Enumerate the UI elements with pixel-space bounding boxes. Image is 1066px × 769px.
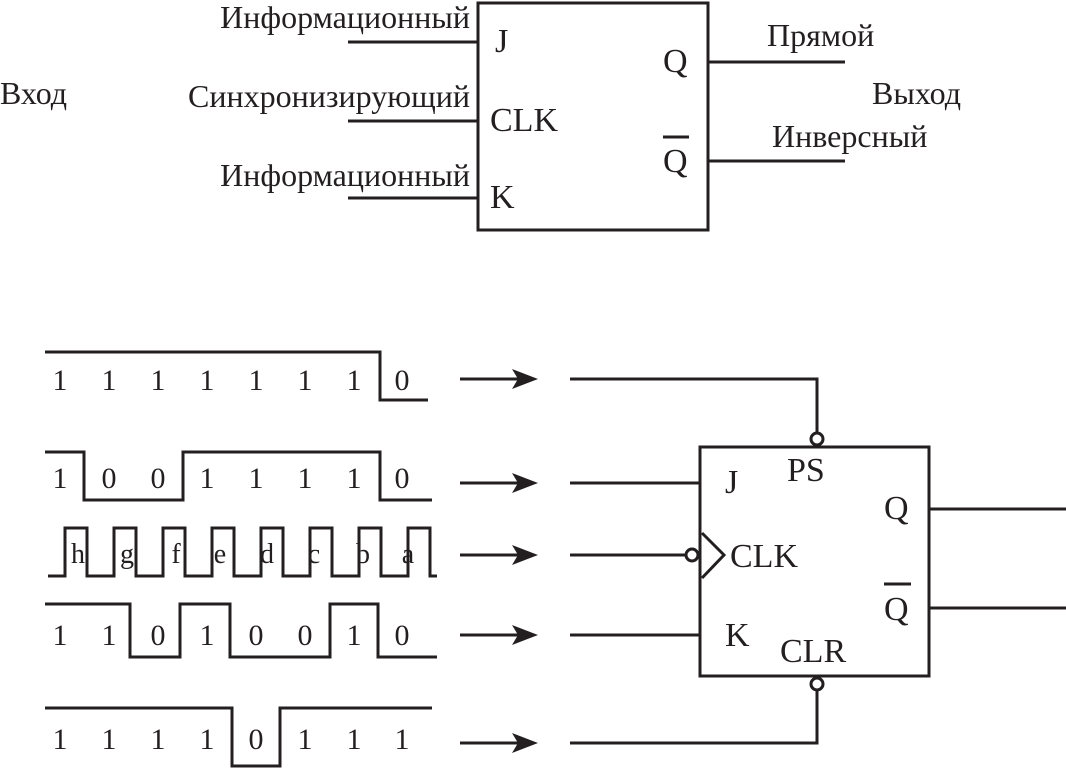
j-waveform [45, 450, 432, 502]
bottom-pin-ps: PS [787, 452, 825, 489]
top-clk-description: Синхронизирующий [188, 78, 470, 114]
clk-tick-label: c [308, 539, 320, 570]
clr-bit: 1 [200, 723, 215, 756]
top-q-description: Прямой [767, 17, 874, 53]
clr-bit: 1 [395, 723, 410, 756]
clr-waveform [45, 706, 432, 768]
ps-bit: 1 [151, 364, 166, 397]
clk-tick-label: d [260, 539, 274, 570]
arrow-icon [460, 369, 538, 389]
ps-bit: 0 [395, 364, 410, 397]
arrow-icon [460, 625, 538, 645]
clk-inversion-bubble [684, 547, 700, 563]
ps-waveform [45, 350, 428, 402]
clr-bit: 1 [298, 723, 313, 756]
arrow-icon [460, 733, 538, 753]
j-bit: 1 [200, 462, 215, 495]
top-output-group-label: Выход [872, 75, 961, 111]
ps-wire [570, 377, 819, 433]
clk-tick-label: e [214, 539, 226, 570]
j-bit: 1 [298, 462, 313, 495]
bottom-pin-k: K [725, 617, 750, 654]
bottom-pin-clk: CLK [730, 538, 798, 575]
k-bit: 0 [151, 619, 166, 652]
top-pin-k: K [490, 179, 515, 216]
j-bit: 0 [102, 462, 117, 495]
clk-tick-label: a [402, 539, 415, 570]
top-j-description: Информационный [220, 0, 470, 35]
clk-tick-label: g [120, 539, 134, 570]
top-qbar-description: Инверсный [772, 118, 927, 154]
top-flipflop-body [476, 1, 710, 232]
bottom-pin-q: Q [884, 490, 909, 527]
clr-wire [570, 690, 819, 745]
k-bit: 0 [249, 619, 264, 652]
clr-bit: 0 [249, 723, 264, 756]
top-input-group-label: Вход [0, 75, 67, 111]
clr-bit: 1 [102, 723, 117, 756]
bottom-pin-j: J [725, 464, 738, 501]
k-bit: 1 [347, 619, 362, 652]
ps-bit: 1 [249, 364, 264, 397]
top-pin-qbar: Q [663, 143, 688, 180]
clr-inversion-bubble [809, 676, 825, 692]
signal-arrows [460, 369, 538, 753]
clr-bit: 1 [151, 723, 166, 756]
top-pin-clk: CLK [490, 102, 558, 139]
j-bit: 1 [347, 462, 362, 495]
clk-waveform [48, 526, 437, 578]
bottom-pin-clr: CLR [780, 633, 846, 670]
clr-bit: 1 [347, 723, 362, 756]
bottom-flipflop: PS J CLK K CLR Q Q [570, 377, 1066, 745]
bottom-pin-qbar: Q [884, 591, 909, 628]
ps-bit: 1 [53, 364, 68, 397]
j-bit: 1 [53, 462, 68, 495]
k-bit: 1 [102, 619, 117, 652]
ps-bit: 1 [200, 364, 215, 397]
clk-edge-triangle [700, 531, 727, 580]
k-bit: 0 [298, 619, 313, 652]
waveforms: 1 1 1 1 1 1 1 0 1 0 0 1 1 1 1 0 h g f e … [45, 350, 437, 768]
k-bit: 1 [200, 619, 215, 652]
ps-bit: 1 [347, 364, 362, 397]
top-pin-j: J [495, 23, 508, 60]
j-bit: 1 [249, 462, 264, 495]
k-bit: 1 [53, 619, 68, 652]
clk-tick-label: b [356, 539, 370, 570]
k-bit: 0 [395, 619, 410, 652]
arrow-icon [460, 473, 538, 493]
ps-bit: 1 [102, 364, 117, 397]
k-waveform [45, 602, 437, 659]
bottom-flipflop-body [698, 445, 931, 678]
top-pin-q: Q [663, 43, 688, 80]
ps-inversion-bubble [809, 431, 825, 447]
clr-bit: 1 [53, 723, 68, 756]
clk-tick-label: f [171, 539, 181, 570]
arrow-icon [460, 545, 538, 565]
j-bit: 0 [151, 462, 166, 495]
top-flipflop: J CLK K Q Q Информационный Синхронизирую… [0, 0, 961, 232]
top-k-description: Информационный [220, 157, 470, 193]
ps-bit: 1 [298, 364, 313, 397]
clk-tick-label: h [71, 539, 85, 570]
j-bit: 0 [395, 462, 410, 495]
